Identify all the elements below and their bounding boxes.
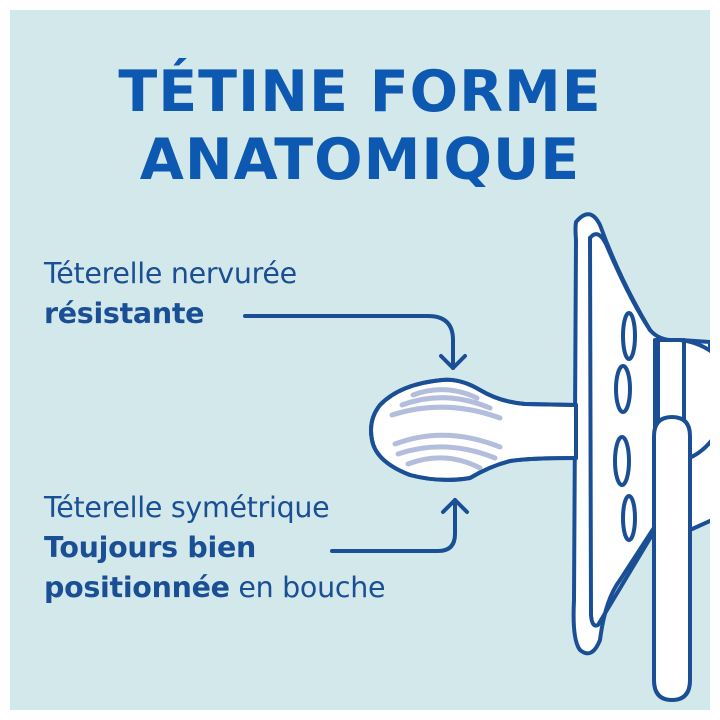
- callout-2-line-3-regular: en bouche: [229, 571, 386, 604]
- callout-1-line-1: Téterelle nervurée: [44, 257, 297, 290]
- down-arrow-icon: [243, 314, 467, 370]
- callout-2-line-1: Téterelle symétrique: [44, 491, 330, 524]
- title-line-1: TÉTINE FORME: [118, 59, 602, 125]
- title-line-2: ANATOMIQUE: [139, 127, 581, 193]
- pacifier-shield: [571, 212, 710, 656]
- callout-1-line-2: résistante: [44, 297, 205, 330]
- pacifier-handle: [652, 415, 692, 702]
- callout-symmetric-nipple: Téterelle symétrique Toujours bien posit…: [44, 488, 386, 608]
- callout-ribbed-nipple: Téterelle nervurée résistante: [44, 254, 297, 334]
- pacifier-nipple: [369, 377, 578, 482]
- callout-2-line-2: Toujours bien: [44, 531, 256, 564]
- up-arrow-icon: [330, 498, 469, 553]
- page-title: TÉTINE FORME ANATOMIQUE: [0, 58, 720, 194]
- callout-2-line-3-bold: positionnée: [44, 571, 230, 604]
